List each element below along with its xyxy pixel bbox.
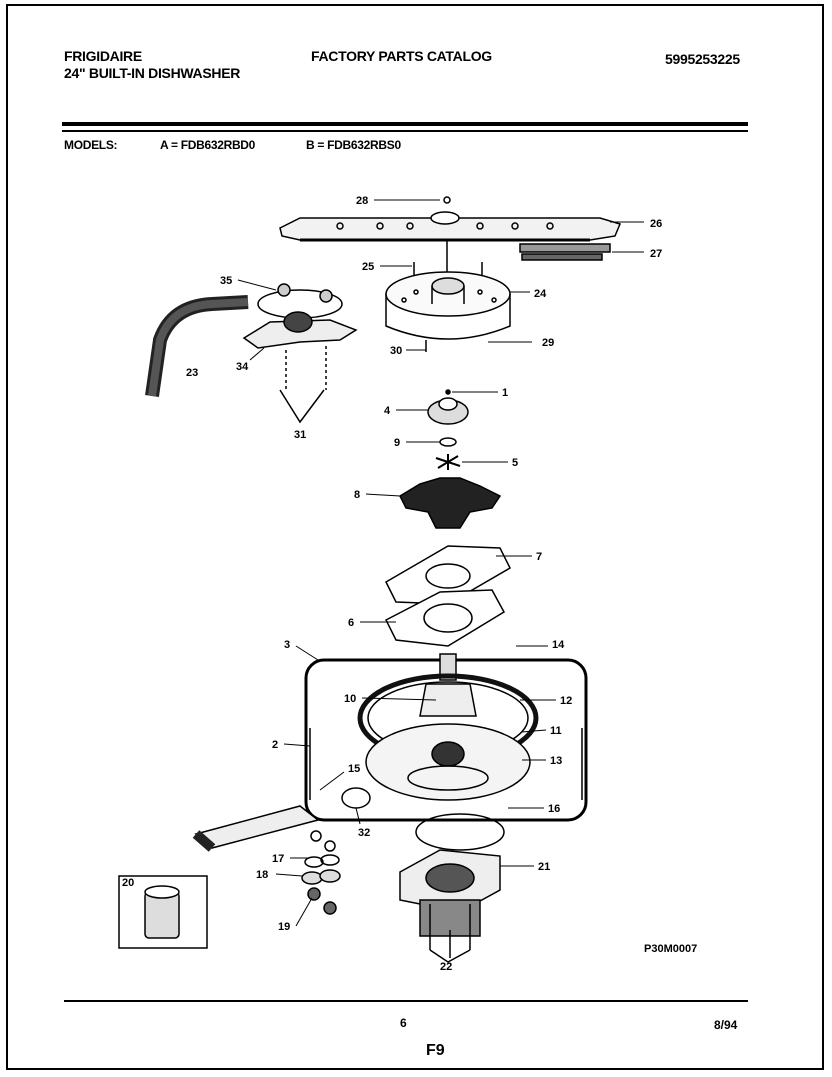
pump-body <box>357 653 539 801</box>
page-number: 6 <box>400 1016 407 1030</box>
callout-8: 8 <box>354 489 360 501</box>
catalog-number: 5995253225 <box>665 51 740 67</box>
hose-23 <box>145 295 249 397</box>
callout-20: 20 <box>122 877 134 889</box>
callout-1: 1 <box>502 387 508 399</box>
callout-35: 35 <box>220 275 232 287</box>
models-label: MODELS: <box>64 138 118 152</box>
callout-15: 15 <box>348 763 360 775</box>
drain-hose <box>192 787 371 852</box>
callout-labels: 28 26 27 25 24 29 30 35 23 34 31 1 4 9 5… <box>122 195 697 973</box>
callout-3: 3 <box>284 639 290 651</box>
callout-31: 31 <box>294 429 306 441</box>
callout-13: 13 <box>550 755 562 767</box>
callout-7: 7 <box>536 551 542 563</box>
callout-22: 22 <box>440 961 452 973</box>
callout-24: 24 <box>534 288 547 300</box>
header-rule-thin <box>62 130 748 132</box>
leader-lines <box>237 199 644 927</box>
callout-9: 9 <box>394 437 400 449</box>
callout-23: 23 <box>186 367 198 379</box>
callout-14: 14 <box>552 639 565 651</box>
header-rule-thick <box>62 122 748 126</box>
fasteners <box>301 830 341 915</box>
callout-32: 32 <box>358 827 370 839</box>
callout-12: 12 <box>560 695 572 707</box>
motor <box>399 813 505 963</box>
callout-26: 26 <box>650 218 662 230</box>
callout-30: 30 <box>390 345 402 357</box>
callout-4: 4 <box>384 405 391 417</box>
callout-25: 25 <box>362 261 374 273</box>
gaskets <box>384 545 511 647</box>
brand-name: FRIGIDAIRE <box>64 48 142 64</box>
callout-18: 18 <box>256 869 268 881</box>
hub-parts <box>427 389 469 447</box>
catalog-date: 8/94 <box>714 1018 738 1032</box>
callout-16: 16 <box>548 803 560 815</box>
model-a: A = FDB632RBD0 <box>160 138 256 152</box>
model-b: B = FDB632RBS0 <box>306 138 401 152</box>
impeller <box>399 454 502 529</box>
callout-19: 19 <box>278 921 290 933</box>
spray-arm-support <box>385 240 511 352</box>
page-frame <box>6 4 824 1070</box>
footer-rule <box>64 1000 748 1002</box>
diverter-assembly <box>242 283 358 424</box>
filter-inset <box>118 875 208 949</box>
callout-27: 27 <box>650 248 662 260</box>
spray-arm <box>279 196 622 261</box>
catalog-title: FACTORY PARTS CATALOG <box>311 48 492 64</box>
callout-5: 5 <box>512 457 518 469</box>
callout-11: 11 <box>550 725 562 737</box>
callout-21: 21 <box>538 861 550 873</box>
callout-29: 29 <box>542 337 554 349</box>
callout-28: 28 <box>356 195 368 207</box>
callout-2: 2 <box>272 739 278 751</box>
callout-17: 17 <box>272 853 284 865</box>
callout-34: 34 <box>236 361 249 373</box>
callout-6: 6 <box>348 617 354 629</box>
callout-10: 10 <box>344 693 356 705</box>
figure-label: F9 <box>426 1042 445 1059</box>
product-name: 24" BUILT-IN DISHWASHER <box>64 65 241 81</box>
drawing-code: P30M0007 <box>644 943 697 955</box>
